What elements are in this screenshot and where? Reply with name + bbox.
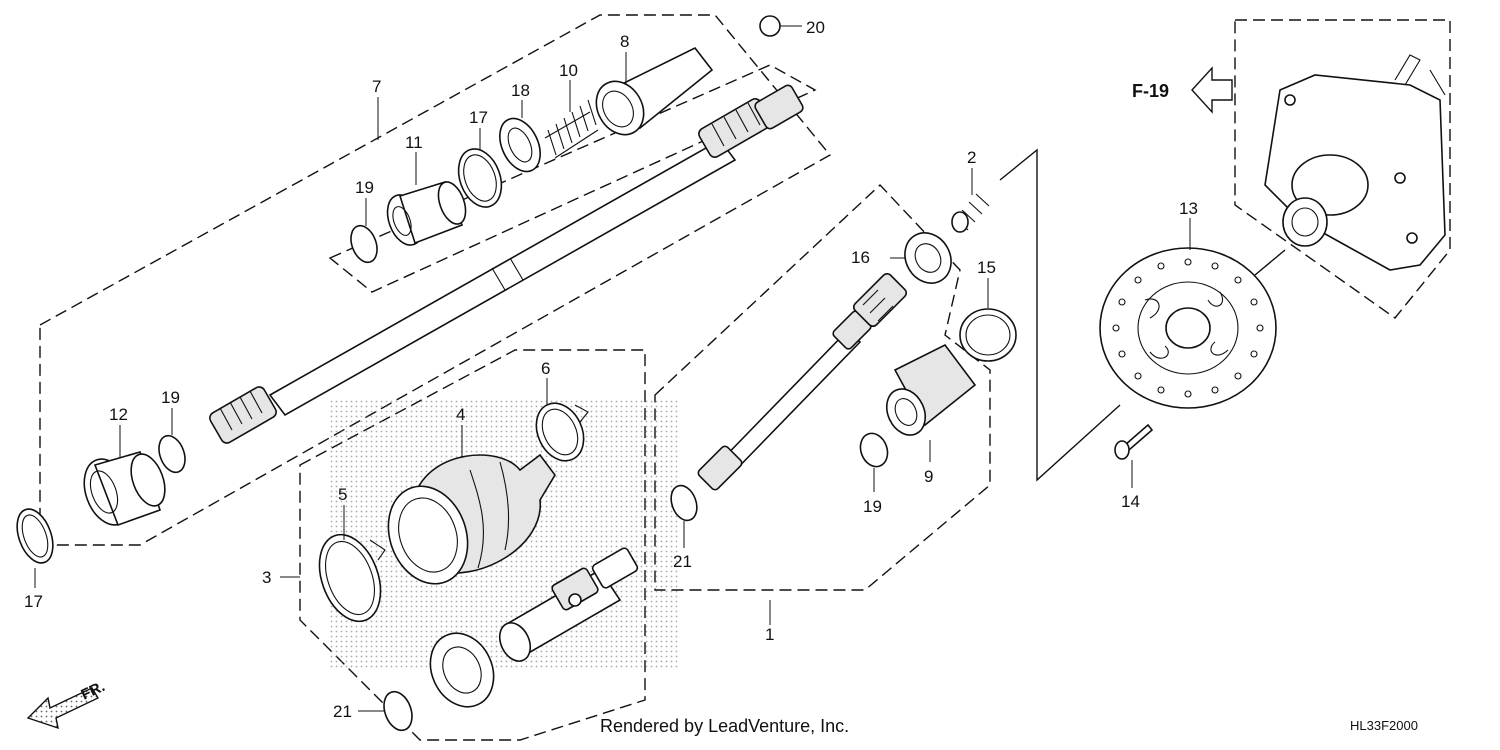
callout-21-mid: 21 <box>673 552 692 571</box>
spring-2[interactable] <box>951 193 990 233</box>
callout-5: 5 <box>338 485 347 504</box>
callout-2: 2 <box>967 148 976 167</box>
callout-3: 3 <box>262 568 271 587</box>
callout-21-lower: 21 <box>333 702 352 721</box>
boot-cover-8[interactable] <box>587 46 714 143</box>
driveshaft-1[interactable] <box>697 272 909 492</box>
band-5[interactable] <box>308 526 391 630</box>
leader-lines <box>34 25 1191 712</box>
render-credit: Rendered by LeadVenture, Inc. <box>600 716 849 736</box>
band-6[interactable] <box>527 396 592 469</box>
propeller-shaft[interactable] <box>208 84 805 446</box>
callout-1: 1 <box>765 625 774 644</box>
knuckle-hub[interactable] <box>1264 54 1446 271</box>
joint-seal[interactable] <box>419 623 505 717</box>
callout-12: 12 <box>109 405 128 424</box>
hub-connector-line <box>1254 249 1286 276</box>
callout-10: 10 <box>559 61 578 80</box>
callout-19-upper: 19 <box>355 178 374 197</box>
circlip-19-left[interactable] <box>154 432 190 476</box>
front-direction-arrow-icon <box>26 687 99 730</box>
inner-joint-9[interactable] <box>880 343 977 441</box>
universal-joint[interactable] <box>494 547 639 666</box>
callout-17-upper: 17 <box>469 108 488 127</box>
callout-17-lower: 17 <box>24 592 43 611</box>
o-ring-17-upper[interactable] <box>451 143 509 213</box>
callout-7: 7 <box>372 77 381 96</box>
inner-joint-11[interactable] <box>381 178 471 250</box>
callout-14: 14 <box>1121 492 1140 511</box>
outer-joint-12[interactable] <box>76 449 172 531</box>
callout-20: 20 <box>806 18 825 37</box>
callout-13: 13 <box>1179 199 1198 218</box>
ring-20[interactable] <box>759 15 781 37</box>
o-ring-15[interactable] <box>959 308 1017 362</box>
callout-4: 4 <box>456 405 465 424</box>
callout-9: 9 <box>924 467 933 486</box>
callout-19-left: 19 <box>161 388 180 407</box>
hub-outline <box>1234 19 1451 319</box>
callout-6: 6 <box>541 359 550 378</box>
callout-19-right: 19 <box>863 497 882 516</box>
axle-reference-line <box>999 148 1121 482</box>
o-ring-17-lower[interactable] <box>10 504 59 568</box>
circlip-19-right[interactable] <box>856 430 892 471</box>
callout-18: 18 <box>511 81 530 100</box>
spring-10[interactable] <box>544 99 599 159</box>
bolt-14[interactable] <box>1114 423 1154 460</box>
reference-arrow-icon <box>1191 66 1233 114</box>
callout-8: 8 <box>620 32 629 51</box>
boot-4[interactable] <box>375 453 556 595</box>
front-direction-label: FR. <box>79 678 108 704</box>
driveshaft-group-outline <box>654 184 991 591</box>
callout-16: 16 <box>851 248 870 267</box>
callout-15: 15 <box>977 258 996 277</box>
circlip-21-mid[interactable] <box>667 482 702 524</box>
seal-kit-outline <box>328 64 817 293</box>
bearing-18[interactable] <box>492 112 548 178</box>
circlip-19-upper[interactable] <box>346 222 382 266</box>
diagram-code: HL33F2000 <box>1350 718 1418 733</box>
bearing-16[interactable] <box>896 224 960 291</box>
reference-label: F-19 <box>1132 81 1169 101</box>
circlip-21-lower[interactable] <box>379 688 417 734</box>
callout-11: 11 <box>405 133 423 152</box>
disc-holes <box>1112 258 1264 398</box>
brake-disc-13[interactable] <box>1099 247 1277 409</box>
